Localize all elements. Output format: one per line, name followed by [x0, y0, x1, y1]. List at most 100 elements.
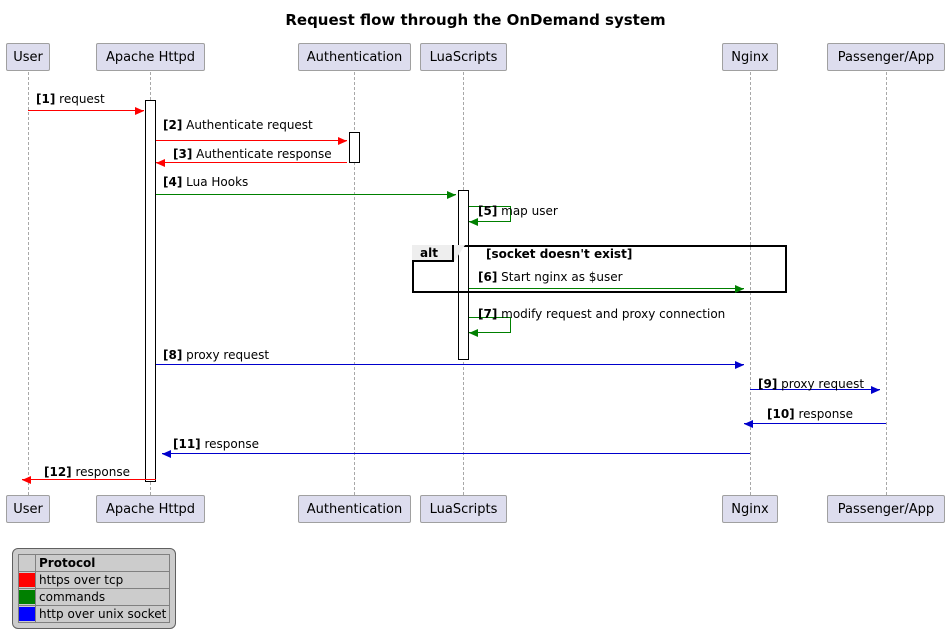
- message-12-text: response: [71, 465, 130, 479]
- activation-bar-auth: [349, 132, 360, 163]
- message-11-label: [11] response: [173, 437, 259, 451]
- participant-header-passenger[interactable]: Passenger/App: [827, 43, 945, 71]
- message-12-arrowhead: [22, 476, 31, 484]
- message-6-arrowhead: [735, 285, 744, 293]
- message-5-number: [5]: [478, 204, 498, 218]
- message-6-line: [469, 288, 744, 289]
- message-1-number: [1]: [36, 92, 56, 106]
- participant-header-auth[interactable]: Authentication: [298, 43, 411, 71]
- message-1-label: [1] request: [36, 92, 105, 106]
- message-7-self-loop: [469, 317, 511, 333]
- message-4-arrowhead: [447, 191, 456, 199]
- message-8-arrowhead: [735, 361, 744, 369]
- page-title: Request flow through the OnDemand system: [285, 11, 666, 29]
- message-10-line: [744, 423, 886, 424]
- legend-header-row: Protocol: [18, 554, 171, 572]
- message-9-label: [9] proxy request: [758, 377, 864, 391]
- legend-row-label: commands: [34, 588, 171, 606]
- alt-fragment-tab-corner: [454, 245, 465, 262]
- legend-swatch-cell: [18, 571, 36, 589]
- legend-row-label: http over unix socket: [34, 605, 171, 623]
- message-2-line: [156, 140, 347, 141]
- legend-swatch-cell: [18, 605, 36, 623]
- message-7-label: [7] modify request and proxy connection: [478, 307, 725, 321]
- lifeline-auth: [354, 72, 355, 495]
- message-9-text: proxy request: [777, 377, 865, 391]
- message-8-label: [8] proxy request: [163, 348, 269, 362]
- message-1-line: [28, 110, 144, 111]
- participant-header-apache[interactable]: Apache Httpd: [96, 43, 205, 71]
- legend-row: commands: [18, 588, 171, 606]
- message-8-number: [8]: [163, 348, 183, 362]
- participant-label: Nginx: [731, 501, 769, 517]
- legend-swatch-cell: [18, 588, 36, 606]
- alt-fragment-frame: [412, 245, 787, 293]
- message-6-label: [6] Start nginx as $user: [478, 270, 623, 284]
- lifeline-user: [28, 72, 29, 495]
- message-7-text: modify request and proxy connection: [497, 307, 726, 321]
- message-2-text: Authenticate request: [182, 118, 313, 132]
- legend-color-swatch: [19, 590, 35, 604]
- message-2-label: [2] Authenticate request: [163, 118, 313, 132]
- message-3-arrowhead: [156, 159, 165, 167]
- participant-header-user[interactable]: User: [6, 43, 50, 71]
- participant-label: Apache Httpd: [105, 501, 196, 517]
- participant-header-lua[interactable]: LuaScripts: [420, 43, 507, 71]
- participant-label: Passenger/App: [837, 501, 935, 517]
- message-10-number: [10]: [767, 407, 795, 421]
- message-5-text: map user: [497, 204, 558, 218]
- message-4-text: Lua Hooks: [182, 175, 249, 189]
- message-4-label: [4] Lua Hooks: [163, 175, 248, 189]
- participant-footer-apache[interactable]: Apache Httpd: [96, 495, 205, 523]
- participant-label: LuaScripts: [429, 501, 498, 517]
- participant-label: Passenger/App: [837, 49, 935, 65]
- message-8-line: [156, 364, 744, 365]
- message-9-arrowhead: [871, 386, 880, 394]
- message-9-line: [750, 389, 880, 390]
- message-5-self-loop: [469, 206, 511, 222]
- participant-header-nginx[interactable]: Nginx: [722, 43, 778, 71]
- message-3-number: [3]: [173, 147, 193, 161]
- alt-fragment-label: alt: [412, 245, 454, 262]
- message-12-label: [12] response: [44, 465, 130, 479]
- activation-bar-lua: [458, 190, 469, 360]
- message-3-text: Authenticate response: [192, 147, 332, 161]
- participant-label: Authentication: [306, 49, 403, 65]
- message-12-number: [12]: [44, 465, 72, 479]
- participant-footer-nginx[interactable]: Nginx: [722, 495, 778, 523]
- legend-header-label: Protocol: [34, 554, 171, 572]
- participant-label: User: [13, 501, 43, 517]
- legend-row-label: https over tcp: [34, 571, 171, 589]
- message-10-text: response: [794, 407, 853, 421]
- message-10-arrowhead: [744, 420, 753, 428]
- participant-footer-lua[interactable]: LuaScripts: [420, 495, 507, 523]
- message-3-label: [3] Authenticate response: [173, 147, 332, 161]
- message-2-arrowhead: [338, 137, 347, 145]
- message-11-text: response: [200, 437, 259, 451]
- message-4-number: [4]: [163, 175, 183, 189]
- participant-footer-passenger[interactable]: Passenger/App: [827, 495, 945, 523]
- participant-footer-auth[interactable]: Authentication: [298, 495, 411, 523]
- message-11-line: [162, 453, 750, 454]
- lifeline-passenger: [886, 72, 887, 495]
- legend-row: https over tcp: [18, 571, 171, 589]
- participant-footer-user[interactable]: User: [6, 495, 50, 523]
- legend-color-swatch: [19, 573, 35, 587]
- participant-label: User: [13, 49, 43, 65]
- message-12-line: [22, 479, 156, 480]
- legend-color-swatch: [19, 607, 35, 621]
- message-4-line: [156, 194, 456, 195]
- legend-row: http over unix socket: [18, 605, 171, 623]
- participant-label: Nginx: [731, 49, 769, 65]
- message-9-number: [9]: [758, 377, 778, 391]
- message-1-arrowhead: [135, 107, 144, 115]
- message-3-line: [156, 162, 347, 163]
- participant-label: Authentication: [306, 501, 403, 517]
- message-6-number: [6]: [478, 270, 498, 284]
- message-6-text: Start nginx as $user: [497, 270, 623, 284]
- alt-fragment-condition: [socket doesn't exist]: [486, 247, 633, 261]
- message-11-number: [11]: [173, 437, 201, 451]
